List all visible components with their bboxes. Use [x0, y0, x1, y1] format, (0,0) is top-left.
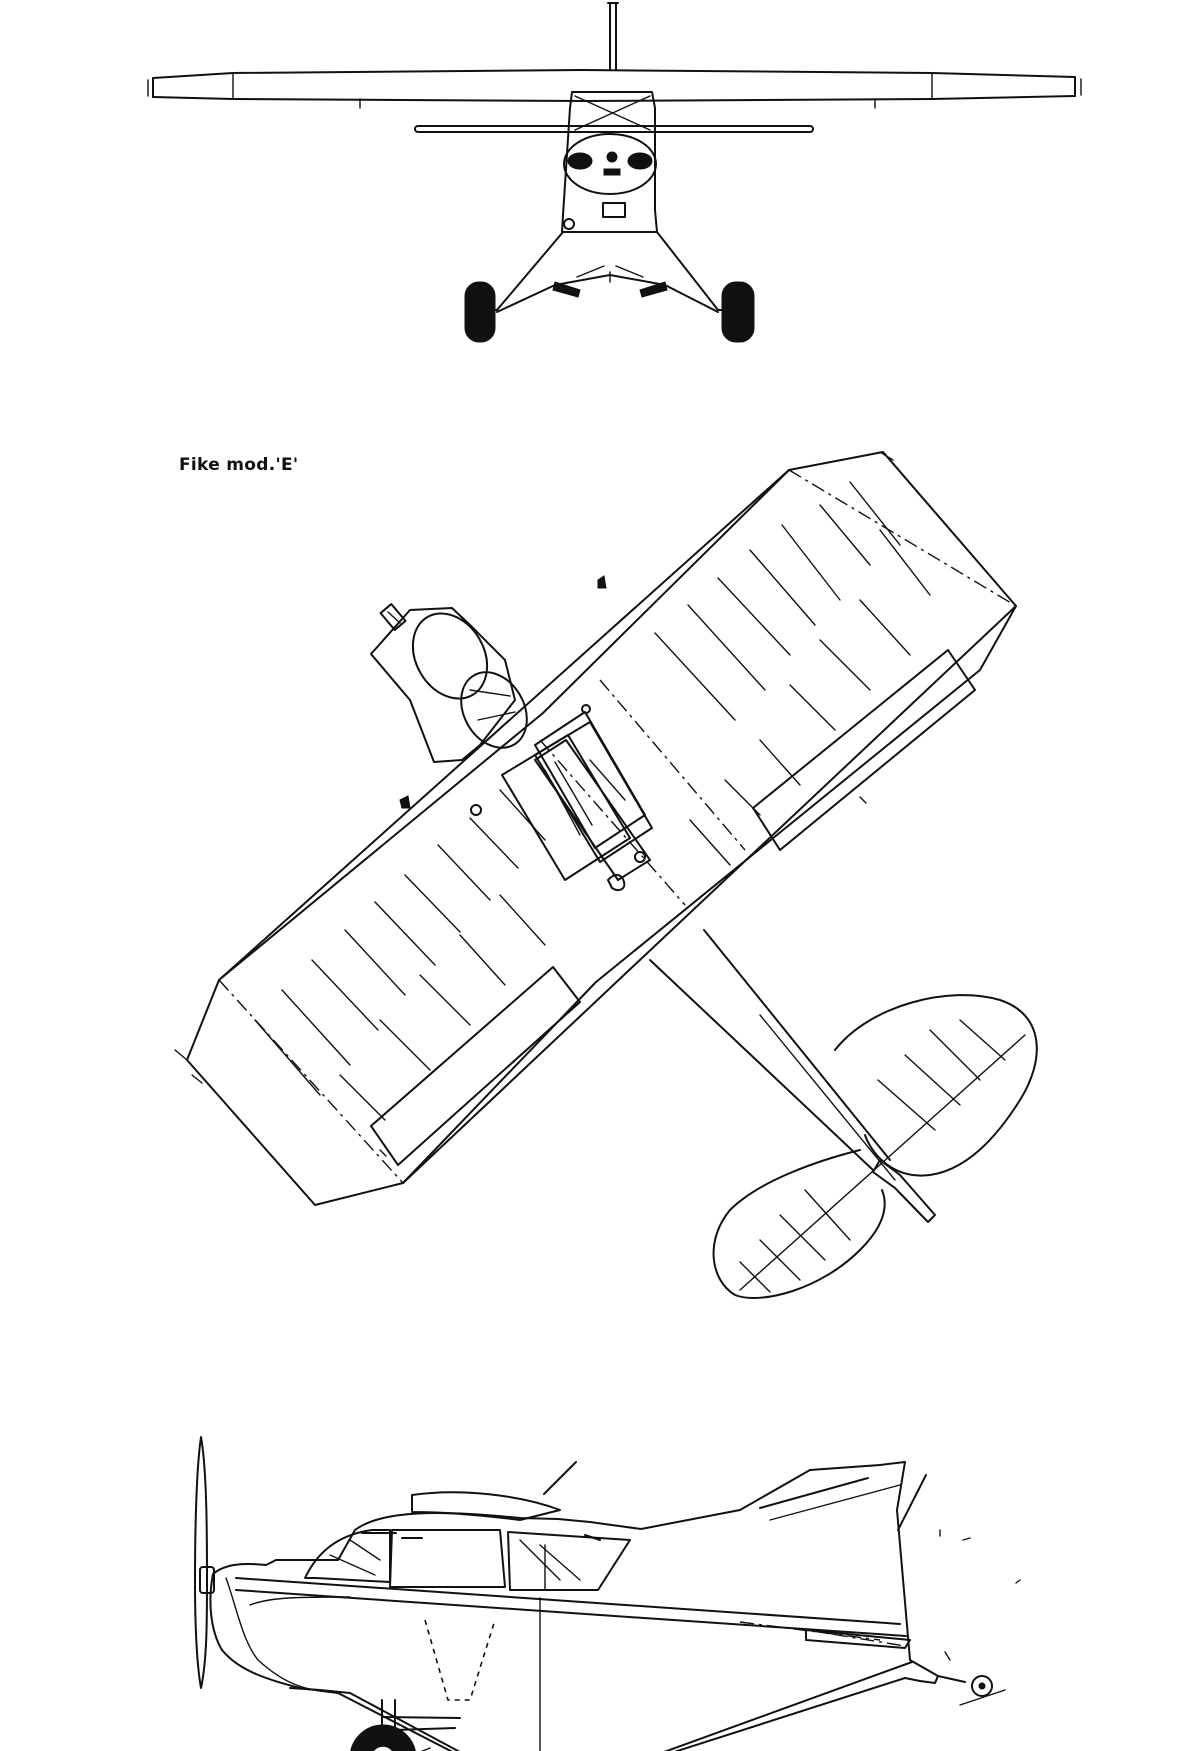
right-aileron — [752, 649, 976, 851]
front-fin — [607, 2, 619, 71]
side-tail-wheel — [937, 1675, 1006, 1706]
front-landing-gear — [464, 231, 755, 343]
front-wing — [147, 69, 1082, 109]
side-main-gear — [350, 1699, 461, 1751]
plan-tailplane — [712, 994, 1038, 1299]
front-fuselage — [561, 91, 658, 233]
front-right-wheel — [721, 281, 755, 343]
front-tailplane — [414, 125, 814, 133]
side-rear-window — [507, 1531, 631, 1591]
side-door-window — [389, 1529, 506, 1588]
plan-rear-fuselage — [649, 929, 936, 1223]
left-aileron — [370, 966, 581, 1166]
side-view — [194, 1436, 1021, 1751]
side-fuselage — [209, 1461, 939, 1751]
side-fin — [759, 1474, 1021, 1661]
plan-view — [174, 451, 1038, 1299]
front-view — [147, 2, 1082, 343]
drawing-caption: Fike mod.'E' — [179, 455, 299, 475]
plan-wing — [174, 451, 1017, 1206]
side-cabin — [304, 1461, 631, 1591]
front-left-wheel — [464, 281, 496, 343]
side-propeller — [194, 1436, 215, 1689]
plan-engine-cowl — [370, 603, 528, 763]
side-main-wheel — [350, 1724, 416, 1751]
